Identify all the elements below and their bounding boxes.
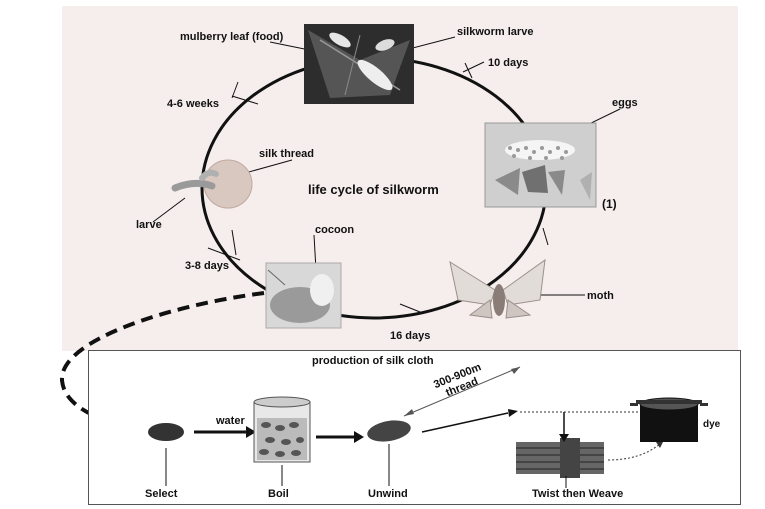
step-boil: Boil: [268, 488, 289, 500]
larve-photo: [171, 159, 253, 209]
label-silkworm-larve: silkworm larve: [457, 26, 534, 38]
tick-4-6-weeks: [231, 95, 259, 105]
dye-pot: [630, 397, 708, 442]
label-10-days: 10 days: [488, 57, 529, 69]
label-3-8-days: 3-8 days: [185, 260, 230, 272]
weave-loom: [516, 438, 604, 478]
tick-right: [542, 227, 549, 246]
production-title: production of silk cloth: [312, 355, 434, 367]
label-4-6-weeks: 4-6 weeks: [167, 98, 219, 110]
cocoon-photo: [265, 262, 342, 329]
tick-3-8-days: [231, 229, 237, 256]
step-select: Select: [145, 488, 178, 500]
label-larve: larve: [136, 219, 162, 231]
label-cocoon: cocoon: [315, 224, 355, 236]
label-moth: moth: [587, 290, 614, 302]
label-eggs: eggs: [612, 97, 638, 109]
label-silk-thread: silk thread: [259, 148, 315, 160]
step-twist-then-weave: Twist then Weave: [532, 488, 624, 500]
label-16-days: 16 days: [390, 330, 431, 342]
moth-photo: [449, 258, 546, 319]
label-mulberry-leaf: mulberry leaf (food): [180, 31, 284, 43]
diagram-title: life cycle of silkworm: [308, 182, 439, 197]
label-dye: dye: [703, 419, 721, 430]
boil-beaker: [253, 396, 311, 463]
eggs-photo: [484, 122, 597, 208]
label-marker-1: (1): [602, 197, 617, 211]
production-panel: [88, 350, 741, 505]
unwound-cocoon: [367, 420, 411, 442]
label-water: water: [216, 415, 245, 427]
tick-16-days: [399, 303, 421, 313]
tick-10-days: [464, 62, 473, 79]
selected-cocoon: [148, 423, 184, 441]
mulberry-leaf-photo: [304, 24, 414, 104]
step-unwind: Unwind: [368, 488, 408, 500]
